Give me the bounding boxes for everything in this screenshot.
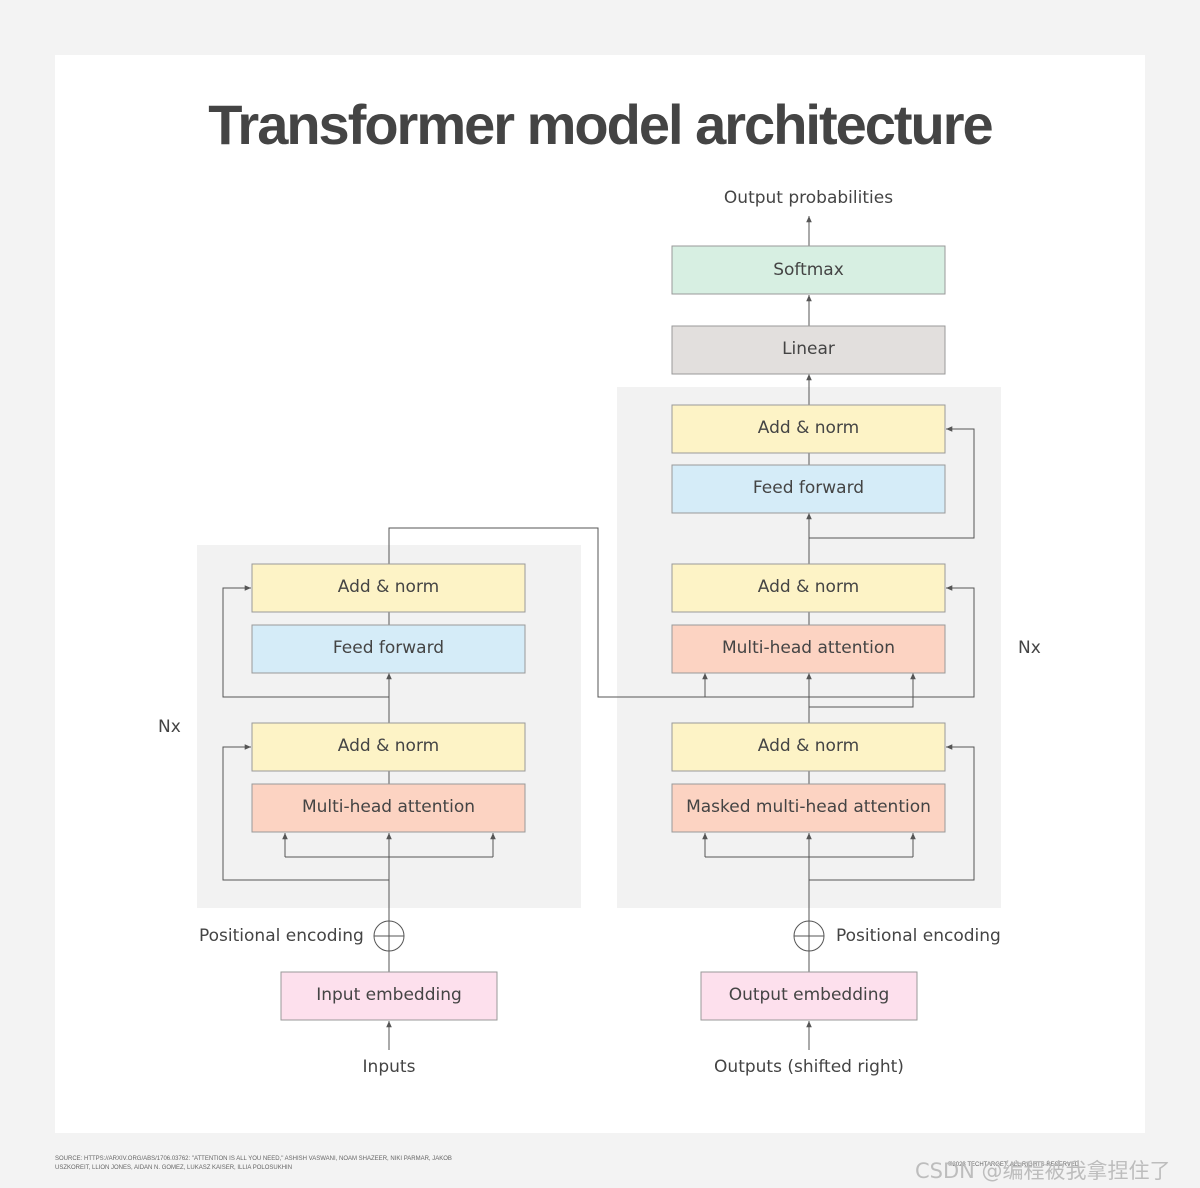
dec-add-norm-bottom-box [671,722,946,772]
dec-feed-forward-label: Feed forward [752,478,865,498]
enc-attention-label: Multi-head attention [301,797,476,817]
enc-residual-1 [222,744,389,881]
enc-feed-forward-label: Feed forward [332,638,445,658]
softmax-label: Softmax [773,260,844,280]
source-citation: SOURCE: HTTPS://ARXIV.ORG/ABS/1706.03762… [55,1156,452,1171]
dec-embedding-box [700,971,918,1021]
dec-residual-2 [913,585,975,698]
dec-masked-attention-label: Masked multi-head attention [686,797,931,817]
copyright-credit: ©2023 TECHTARGET. ALL RIGHTS RESERVED [948,1162,1080,1168]
enc-add-norm-bottom-box [251,722,526,772]
enc-positional-encoding-label: Positional encoding [199,926,364,946]
dec-embedding-label: Output embedding [728,985,890,1005]
dec-nx-label: Nx [1018,638,1041,658]
dec-add-norm-top-label: Add & norm [757,418,860,438]
dec-feed-forward-box [671,464,946,514]
enc-positional-encoding-icon [373,920,405,952]
enc-nx-label: Nx [158,717,181,737]
inputs-label: Inputs [362,1057,416,1077]
dec-positional-encoding-label: Positional encoding [836,926,1001,946]
output-probabilities-label: Output probabilities [723,188,894,208]
enc-feed-forward-box [251,624,526,674]
dec-masked-attention-box [671,783,946,833]
outputs-shifted-label: Outputs (shifted right) [714,1057,904,1077]
dec-add-norm-bottom-label: Add & norm [757,736,860,756]
enc-add-norm-top-box [251,563,526,613]
dec-to-cross [808,673,916,723]
dec-add-norm-top-box [671,404,946,454]
diagram-title: Transformer model architecture [208,93,993,156]
watermark: CSDN @编程被我拿捏住了 [915,1159,1171,1183]
softmax-box [671,245,946,295]
linear-box [671,325,946,375]
enc-residual-2 [222,585,389,698]
linear-label: Linear [782,339,835,359]
dec-add-norm-middle-label: Add & norm [757,577,860,597]
enc-attention-box [251,783,526,833]
dec-cross-attention-box [671,624,946,674]
dec-positional-encoding-icon [793,920,825,952]
enc-add-norm-bottom-label: Add & norm [337,736,440,756]
dec-residual-3 [809,426,975,539]
enc-output-to-dec [388,527,913,698]
enc-add-norm-top-label: Add & norm [337,577,440,597]
dec-cross-attention-label: Multi-head attention [721,638,896,658]
dec-residual-1 [809,744,975,881]
enc-embedding-box [280,971,498,1021]
dec-add-norm-middle-box [671,563,946,613]
enc-embedding-label: Input embedding [316,985,462,1005]
